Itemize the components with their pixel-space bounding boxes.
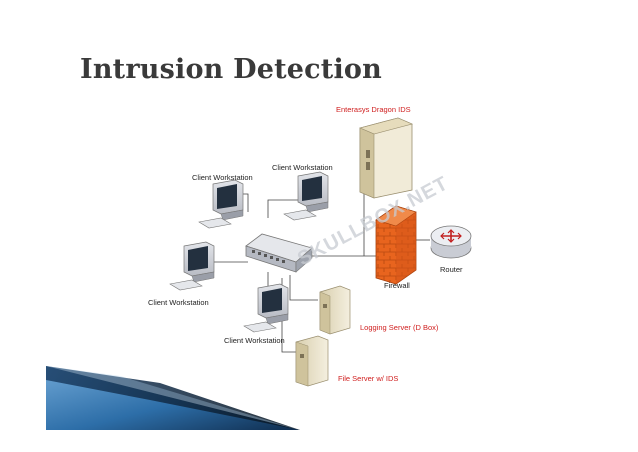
- label-client-top-right: Client Workstation: [272, 163, 333, 172]
- link-client-top-right: [267, 199, 298, 218]
- client-workstation-icon: [198, 179, 244, 229]
- slide-title: Intrusion Detection: [80, 54, 382, 85]
- logging-server-icon: [319, 285, 351, 335]
- client-workstation-icon: [283, 171, 329, 221]
- client-workstation-icon: [169, 241, 215, 291]
- label-firewall: Firewall: [384, 281, 410, 290]
- label-router: Router: [440, 265, 463, 274]
- file-server-icon: [295, 335, 329, 387]
- label-logging-server: Logging Server (D Box): [360, 323, 439, 332]
- router-icon: [430, 225, 472, 259]
- label-ids: Enterasys Dragon IDS: [336, 105, 411, 114]
- label-client-bottom: Client Workstation: [224, 336, 285, 345]
- ids-server: [359, 117, 413, 199]
- decorative-swoosh: [46, 366, 300, 430]
- client-workstation-icon: [243, 283, 289, 333]
- firewall: [375, 205, 417, 285]
- label-client-left: Client Workstation: [148, 298, 209, 307]
- label-file-server: File Server w/ IDS: [338, 374, 398, 383]
- link-logging-server: [289, 275, 318, 301]
- label-client-top-left: Client Workstation: [192, 173, 253, 182]
- network-switch-icon: [245, 233, 313, 273]
